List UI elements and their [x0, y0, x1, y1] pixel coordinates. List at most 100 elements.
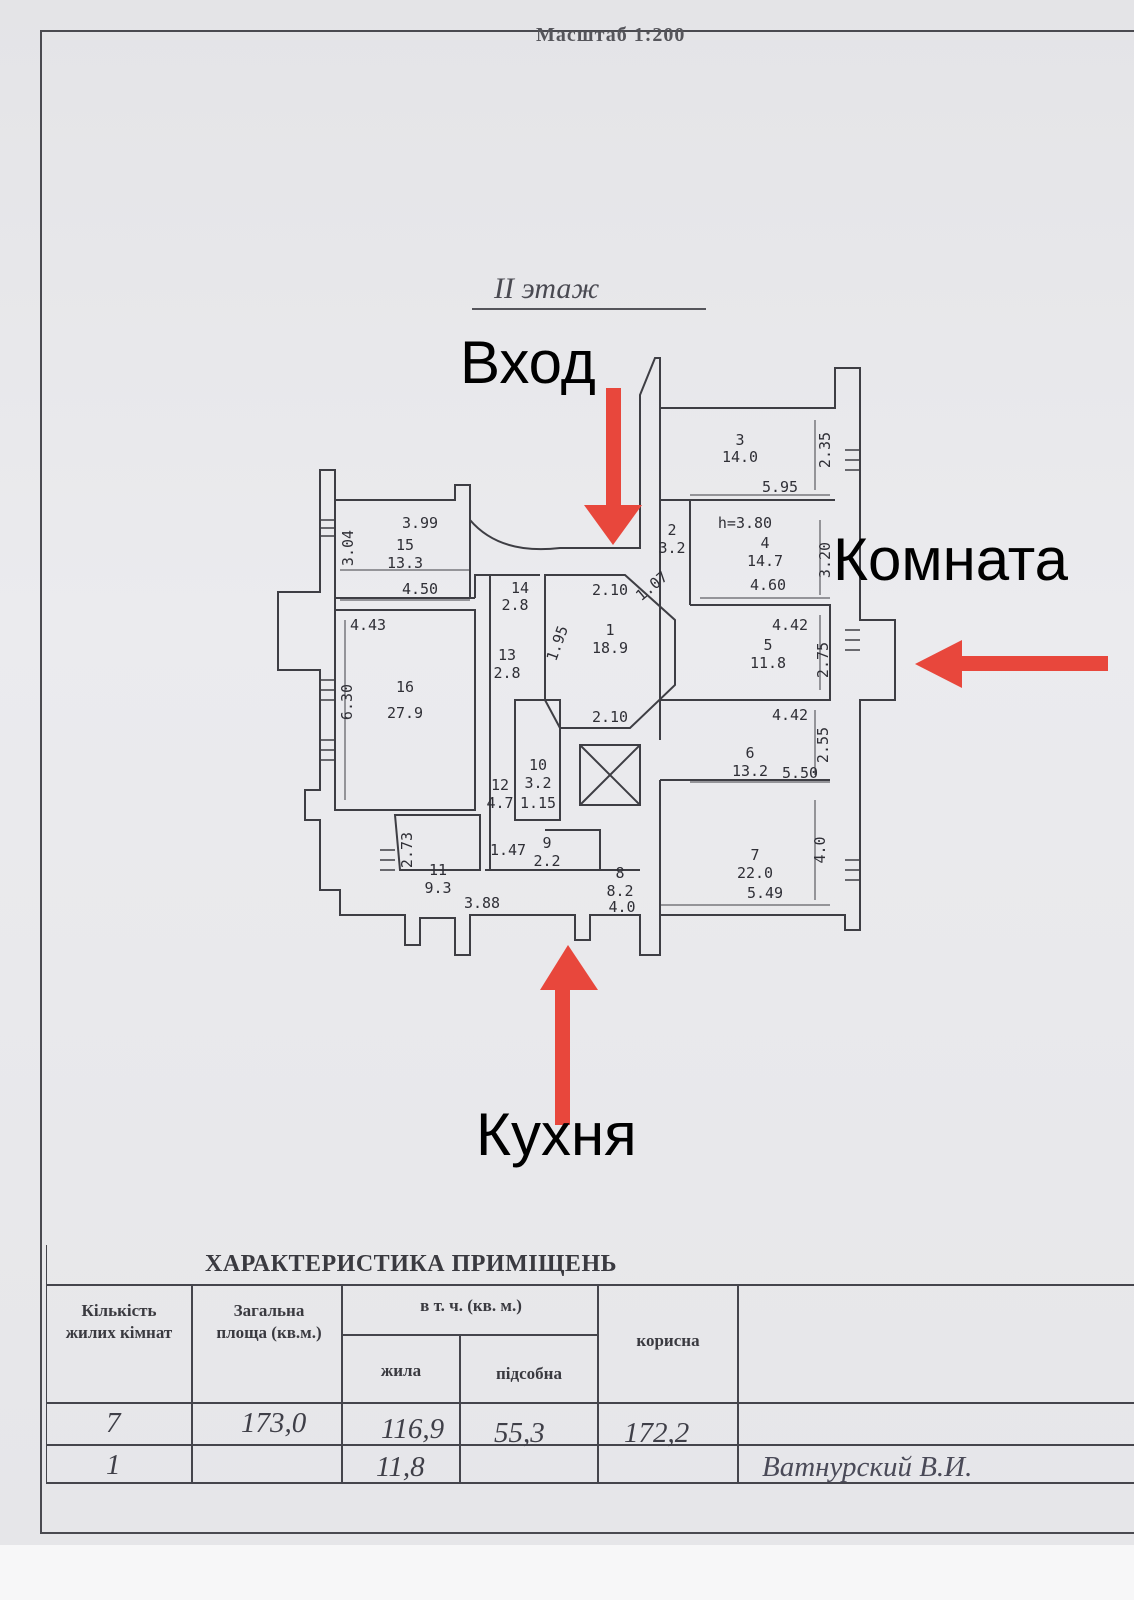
svg-text:2.2: 2.2: [533, 852, 560, 870]
row1-total-area: 173,0: [241, 1407, 307, 1439]
svg-text:h=3.80: h=3.80: [718, 514, 772, 532]
svg-text:5: 5: [763, 636, 772, 654]
svg-text:2.73: 2.73: [398, 832, 416, 868]
header-auxiliary: підсобна: [496, 1364, 562, 1383]
svg-text:7: 7: [750, 846, 759, 864]
room-11-label: 119.3: [424, 861, 451, 897]
svg-text:3.04: 3.04: [339, 530, 357, 566]
kitchen-annotation: Кухня: [476, 1101, 637, 1168]
room-3-label: 314.0: [722, 431, 758, 466]
svg-text:13.3: 13.3: [387, 554, 423, 572]
svg-text:5.49: 5.49: [747, 884, 783, 902]
svg-text:1.47: 1.47: [490, 841, 526, 859]
svg-text:10: 10: [529, 756, 547, 774]
document-sheet: Масштаб 1:200 II этаж: [0, 0, 1134, 1545]
svg-text:13.2: 13.2: [732, 762, 768, 780]
room-5-label: 511.8: [750, 636, 786, 672]
header-total-area: Загальна площа (кв.м.): [216, 1301, 322, 1343]
svg-text:9.3: 9.3: [424, 879, 451, 897]
floor-label-underline: [472, 308, 706, 310]
dimension-labels: 5.95 2.35 h=3.80 3.20 4.60 4.42 2.75 4.4…: [338, 432, 834, 916]
svg-text:22.0: 22.0: [737, 864, 773, 882]
kitchen-arrow: [540, 945, 598, 1125]
plan-outer-wall: [277, 357, 896, 956]
svg-text:11: 11: [429, 861, 447, 879]
header-useful: корисна: [636, 1331, 700, 1350]
svg-text:14.0: 14.0: [722, 448, 758, 466]
room-12-label: 124.7: [486, 776, 513, 812]
table-grid: [46, 1245, 1134, 1484]
room-arrow: [915, 640, 1108, 688]
svg-text:4: 4: [760, 534, 769, 552]
svg-text:5.50: 5.50: [782, 764, 818, 782]
room-10-label: 103.2: [524, 756, 551, 792]
signature-note: Ватнурский В.И.: [762, 1451, 973, 1483]
svg-text:1.15: 1.15: [520, 794, 556, 812]
room-4-label: 414.7: [747, 534, 783, 570]
dimension-lines: [340, 420, 830, 906]
svg-text:3.99: 3.99: [402, 514, 438, 532]
svg-text:2.8: 2.8: [501, 596, 528, 614]
svg-text:16: 16: [396, 678, 414, 696]
svg-text:2.8: 2.8: [493, 664, 520, 682]
annotation-arrows: [540, 388, 1108, 1125]
header-living: жила: [380, 1361, 422, 1380]
room-7-label: 722.0: [737, 846, 773, 882]
svg-text:8.2: 8.2: [606, 882, 633, 900]
room-6-label: 613.2: [732, 744, 768, 780]
svg-text:6: 6: [745, 744, 754, 762]
svg-text:4.0: 4.0: [811, 836, 829, 863]
svg-text:6.30: 6.30: [338, 684, 356, 720]
svg-text:5.95: 5.95: [762, 478, 798, 496]
scale-label: Масштаб 1:200: [536, 24, 686, 46]
svg-text:2: 2: [667, 521, 676, 539]
room-8-label: 88.2: [606, 864, 633, 900]
svg-text:14.7: 14.7: [747, 552, 783, 570]
svg-text:3: 3: [735, 431, 744, 449]
svg-text:15: 15: [396, 536, 414, 554]
svg-text:3.20: 3.20: [816, 542, 834, 578]
entrance-arrow: [584, 388, 642, 545]
svg-text:4.42: 4.42: [772, 616, 808, 634]
row1-living: 116,9: [381, 1413, 445, 1445]
svg-text:18.9: 18.9: [592, 639, 628, 657]
svg-text:3.88: 3.88: [464, 894, 500, 912]
svg-text:4.7: 4.7: [486, 794, 513, 812]
row1-auxiliary: 55,3: [494, 1417, 545, 1449]
room-1-label: 118.9: [592, 621, 628, 657]
room-16-label: 16 27.9: [387, 678, 423, 722]
room-2-label: 23.2: [658, 521, 685, 557]
room-14-label: 142.8: [501, 579, 529, 614]
svg-text:9: 9: [542, 834, 551, 852]
table-title: ХАРАКТЕРИСТИКА ПРИМІЩЕНЬ: [205, 1251, 617, 1277]
svg-text:4.42: 4.42: [772, 706, 808, 724]
svg-text:13: 13: [498, 646, 516, 664]
svg-text:3.2: 3.2: [658, 539, 685, 557]
header-rooms-count: Кількість жилих кімнат: [65, 1301, 173, 1343]
background-strip: [0, 1545, 1134, 1600]
svg-text:4.50: 4.50: [402, 580, 438, 598]
svg-text:12: 12: [491, 776, 509, 794]
room-annotation: Комната: [833, 526, 1068, 593]
header-including: в т. ч. (кв. м.): [420, 1296, 522, 1315]
svg-text:27.9: 27.9: [387, 704, 423, 722]
row1-rooms-count: 7: [106, 1407, 121, 1439]
svg-text:1.95: 1.95: [543, 623, 572, 663]
row2-living: 11,8: [376, 1451, 425, 1483]
row1-useful: 172,2: [624, 1417, 690, 1449]
svg-text:14: 14: [511, 579, 529, 597]
floor-label: II этаж: [494, 272, 600, 305]
svg-text:2.10: 2.10: [592, 581, 628, 599]
svg-text:2.35: 2.35: [816, 432, 834, 468]
svg-text:3.2: 3.2: [524, 774, 551, 792]
svg-text:2.75: 2.75: [814, 642, 832, 678]
svg-text:1: 1: [605, 621, 614, 639]
room-9-label: 92.2: [533, 834, 560, 870]
svg-text:11.8: 11.8: [750, 654, 786, 672]
svg-text:4.0: 4.0: [608, 898, 635, 916]
svg-text:4.43: 4.43: [350, 616, 386, 634]
window-marks: [320, 449, 860, 881]
room-13-label: 132.8: [493, 646, 520, 682]
svg-text:2.55: 2.55: [814, 727, 832, 763]
